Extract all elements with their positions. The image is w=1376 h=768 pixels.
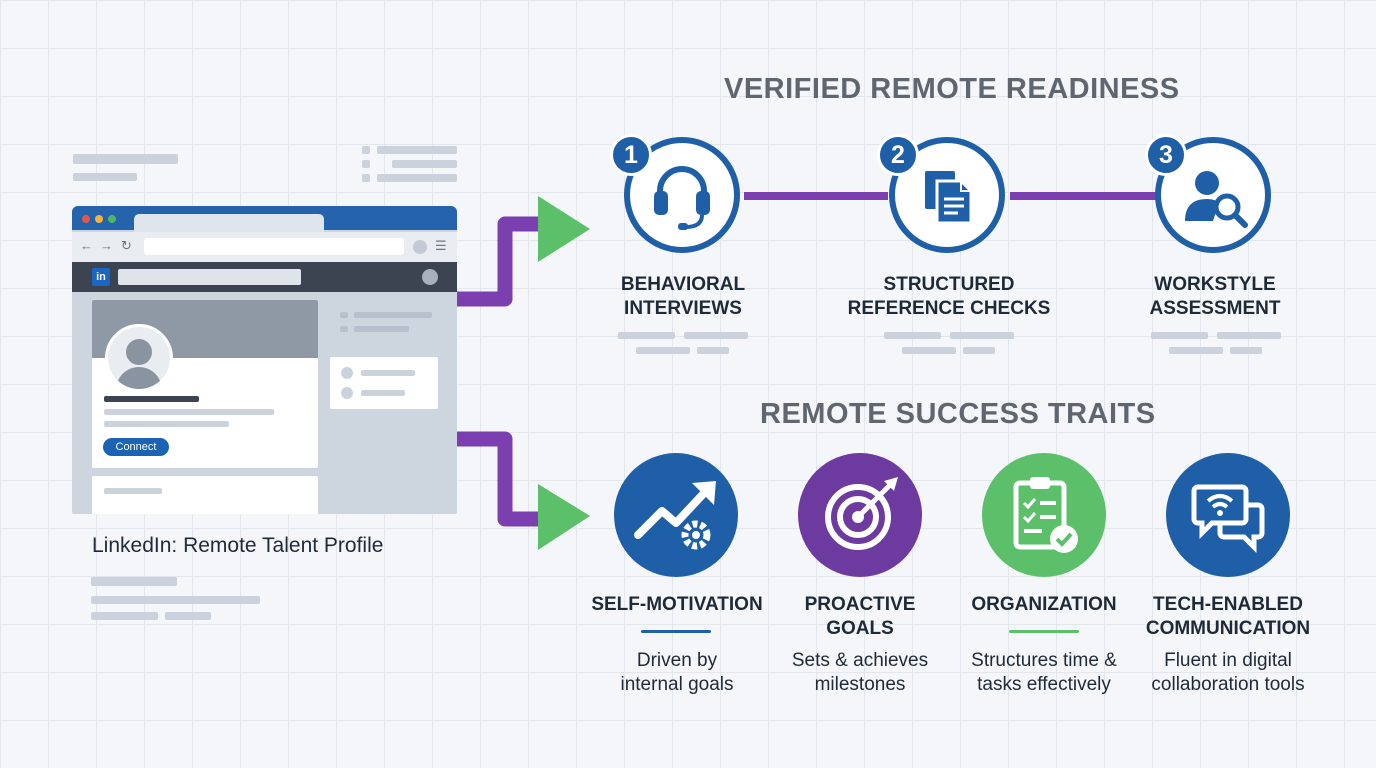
maximize-dot [108, 215, 116, 223]
placeholder-line [73, 154, 178, 164]
step-1-badge: 1 [610, 134, 652, 176]
step-placeholder [636, 347, 690, 354]
placeholder-bullet [362, 146, 370, 154]
headset-icon [654, 166, 710, 230]
profile-location-line [104, 421, 229, 427]
placeholder-line [73, 173, 137, 181]
browser-nav-row: ← → ↻ ☰ [72, 232, 457, 262]
profile-headline-line [104, 409, 274, 415]
browser-titlebar [72, 206, 457, 232]
documents-icon [925, 171, 973, 225]
trait-4-circle [1166, 453, 1290, 577]
trait-2-circle [798, 453, 922, 577]
browser-tab [134, 214, 324, 232]
step-placeholder [1230, 347, 1262, 354]
side-card-dot [341, 387, 353, 399]
back-arrow-icon: ← [80, 238, 93, 253]
side-bullet [340, 326, 348, 332]
placeholder-bullet [362, 174, 370, 182]
step-3-circle [1155, 137, 1271, 253]
step-placeholder [1151, 332, 1208, 339]
address-bar [144, 238, 404, 255]
connect-button: Connect [103, 438, 169, 456]
placeholder-line [392, 160, 457, 168]
step-2-label: STRUCTURED REFERENCE CHECKS [847, 274, 1051, 319]
arrow-to-readiness [457, 216, 548, 307]
user-avatar-icon [422, 269, 438, 285]
menu-icon: ☰ [435, 238, 447, 253]
forward-arrow-icon: → [100, 238, 113, 253]
placeholder-line [377, 174, 457, 182]
step-placeholder [1217, 332, 1281, 339]
step-1-label: BEHAVIORAL INTERVIEWS [620, 274, 746, 319]
placeholder-line [91, 596, 260, 604]
trait-4-title: TECH-ENABLED COMMUNICATION [1145, 594, 1311, 639]
placeholder-line [165, 612, 211, 620]
step-placeholder [1169, 347, 1223, 354]
arrow-head-traits [538, 484, 590, 550]
side-card [330, 357, 438, 409]
clipboard-check-icon [1013, 477, 1078, 553]
profile-avatar [105, 324, 173, 392]
step-placeholder [684, 332, 748, 339]
profile-circle-icon [413, 240, 427, 254]
close-dot [82, 215, 90, 223]
readiness-heading: VERIFIED REMOTE READINESS [724, 73, 1180, 105]
linkedin-header: in [72, 262, 457, 292]
side-bullet [340, 312, 348, 318]
profile-card: Connect [92, 300, 318, 468]
trait-3-circle [982, 453, 1106, 577]
side-line [354, 326, 409, 332]
linkedin-logo: in [92, 268, 110, 286]
step-2-badge: 2 [877, 134, 919, 176]
profile-name-line [104, 396, 199, 402]
traits-heading: REMOTE SUCCESS TRAITS [760, 398, 1156, 430]
step-placeholder [950, 332, 1014, 339]
profile-caption: LinkedIn: Remote Talent Profile [92, 534, 384, 557]
step-placeholder [618, 332, 675, 339]
user-search-icon [1185, 171, 1248, 228]
target-arrow-icon [825, 477, 898, 550]
trait-1-description: Driven by internal goals [620, 650, 734, 695]
placeholder-line [91, 612, 158, 620]
linkedin-profile-mockup: ← → ↻ ☰ in Connect [72, 206, 457, 514]
trait-3-description: Structures time & tasks effectively [971, 650, 1117, 695]
minimize-dot [95, 215, 103, 223]
side-card-line [361, 390, 405, 396]
linkedin-search-bar [118, 269, 301, 285]
step-2-circle [889, 137, 1005, 253]
step-3-badge: 3 [1145, 134, 1187, 176]
trait-1-title: SELF-MOTIVATION [591, 594, 763, 615]
trait-3-title: ORGANIZATION [971, 594, 1117, 615]
side-line [354, 312, 432, 318]
chat-wifi-icon [1191, 484, 1265, 554]
step-placeholder [884, 332, 941, 339]
arrow-head-readiness [538, 196, 590, 262]
side-card-line [361, 370, 415, 376]
growth-chart-gear-icon [634, 481, 716, 550]
trait-1-circle [614, 453, 738, 577]
placeholder-line [91, 577, 177, 586]
step-placeholder [902, 347, 956, 354]
trait-1-rule [641, 630, 711, 633]
lower-card [92, 476, 318, 514]
side-card-dot [341, 367, 353, 379]
step-placeholder [963, 347, 995, 354]
arrow-to-traits [457, 431, 548, 527]
trait-4-description: Fluent in digital collaboration tools [1151, 650, 1305, 695]
lower-card-line [104, 488, 162, 494]
trait-2-description: Sets & achieves milestones [791, 650, 929, 695]
trait-3-rule [1009, 630, 1079, 633]
step-3-label: WORKSTYLE ASSESSMENT [1149, 274, 1281, 319]
trait-2-title: PROACTIVE GOALS [804, 594, 916, 639]
placeholder-line [377, 146, 457, 154]
reload-icon: ↻ [121, 238, 132, 253]
placeholder-bullet [362, 160, 370, 168]
step-placeholder [697, 347, 729, 354]
